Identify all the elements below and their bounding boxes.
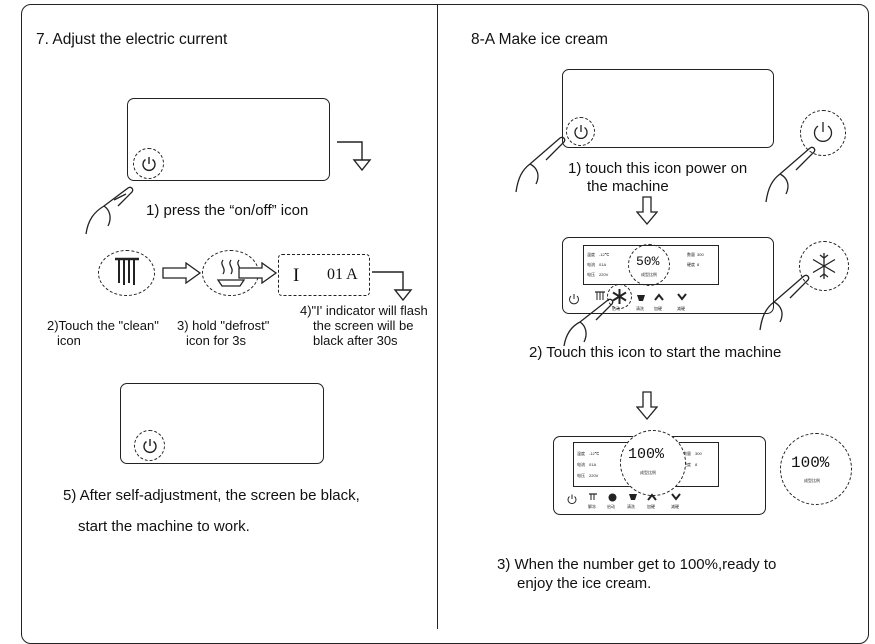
btn-label-clean: 清洗 [636,306,644,311]
btn-label-defrost: 解冻 [588,504,596,509]
power-icon [813,122,833,143]
clean-icon[interactable] [628,493,638,501]
chevron-down-icon[interactable] [677,293,687,301]
btn-label-harder: 加硬 [647,504,655,509]
step-3-line1: 3) When the number get to 100%,ready to [497,556,777,573]
snowflake-icon-zoom-highlight [799,241,849,291]
percent-ring-100 [620,430,686,496]
clean-icon[interactable] [588,493,598,501]
arrow-icon [337,141,372,172]
power-icon[interactable] [571,122,591,142]
current-display: I 01 A [278,254,370,296]
step-3-line1: 3) hold "defrost" [177,318,270,333]
btn-label-softer: 减硬 [677,306,685,311]
power-icon[interactable] [139,154,159,174]
current-value: 01 A [327,266,358,283]
step-5-line2: start the machine to work. [78,518,250,535]
power-icon-zoom-highlight [800,110,846,156]
defrost-icon[interactable] [214,256,248,290]
power-icon[interactable] [567,292,581,306]
power-icon[interactable] [566,493,578,505]
step-5-line1: 5) After self-adjustment, the screen be … [63,487,360,504]
percent-ring-50 [628,244,670,286]
step-3-line2: icon for 3s [186,333,246,348]
snowflake-icon [812,253,836,279]
snowflake-icon-highlight [607,284,632,309]
hand-icon [515,136,566,193]
step-1-press-onoff: 1) press the “on/off” icon [146,202,309,219]
control-panel-a [562,69,774,148]
btn-label-clean: 清洗 [627,504,635,509]
hand-icon [563,298,614,347]
step-4-line2: the screen will be [313,318,414,333]
ratio-label: 成型比例 [640,470,656,475]
btn-label-start: 启动 [607,504,615,509]
btn-label-softer: 减硬 [671,504,679,509]
hand-icon [765,146,816,203]
btn-label-start: 启动 [612,306,620,311]
snowflake-icon[interactable] [611,288,628,305]
arrow-down-2 [636,391,658,421]
chevron-up-icon[interactable] [654,293,664,301]
percent-100: 100% [628,446,665,463]
percent-ring-zoom [780,433,852,505]
step-2-line2: icon [57,333,81,348]
hand-icon [759,274,810,331]
chevron-up-icon[interactable] [647,493,657,501]
step-4-line3: black after 30s [313,333,398,348]
ratio-label: 成型比例 [641,272,657,277]
power-icon-highlight [566,117,595,146]
step-2-touch-start: 2) Touch this icon to start the machine [529,344,782,361]
percent-50: 50% [636,254,660,269]
start-icon[interactable] [608,493,617,502]
clean-icon[interactable] [636,294,646,302]
step-2-line1: 2)Touch the "clean" [47,318,159,333]
percent-100-zoom: 100% [791,454,830,472]
section-8a-title: 8-A Make ice cream [471,31,608,48]
indicator-I: I [293,265,300,286]
arrow-icon [372,271,413,302]
clean-icon[interactable] [594,291,606,301]
step-1-line2: the machine [587,178,669,195]
power-icon[interactable] [140,436,160,456]
column-divider [437,4,438,629]
clean-icon-highlight [98,250,155,296]
arrow-right-1 [162,262,202,284]
step-4-line1: 4)"I' indicator will flash [300,303,428,318]
hand-icon [85,186,134,235]
btn-label-harder: 加硬 [654,306,662,311]
arrow-right-2 [238,262,278,284]
power-icon-highlight [133,148,164,179]
step-3-line2: enjoy the ice cream. [517,575,652,592]
ratio-label-zoom: 成型比例 [804,478,820,483]
clean-icon[interactable] [112,255,142,291]
power-icon-highlight [134,430,165,461]
arrow-down-1 [636,196,658,226]
chevron-down-icon[interactable] [671,493,681,501]
step-1-line1: 1) touch this icon power on [568,160,748,177]
section-7-title: 7. Adjust the electric current [36,31,228,48]
